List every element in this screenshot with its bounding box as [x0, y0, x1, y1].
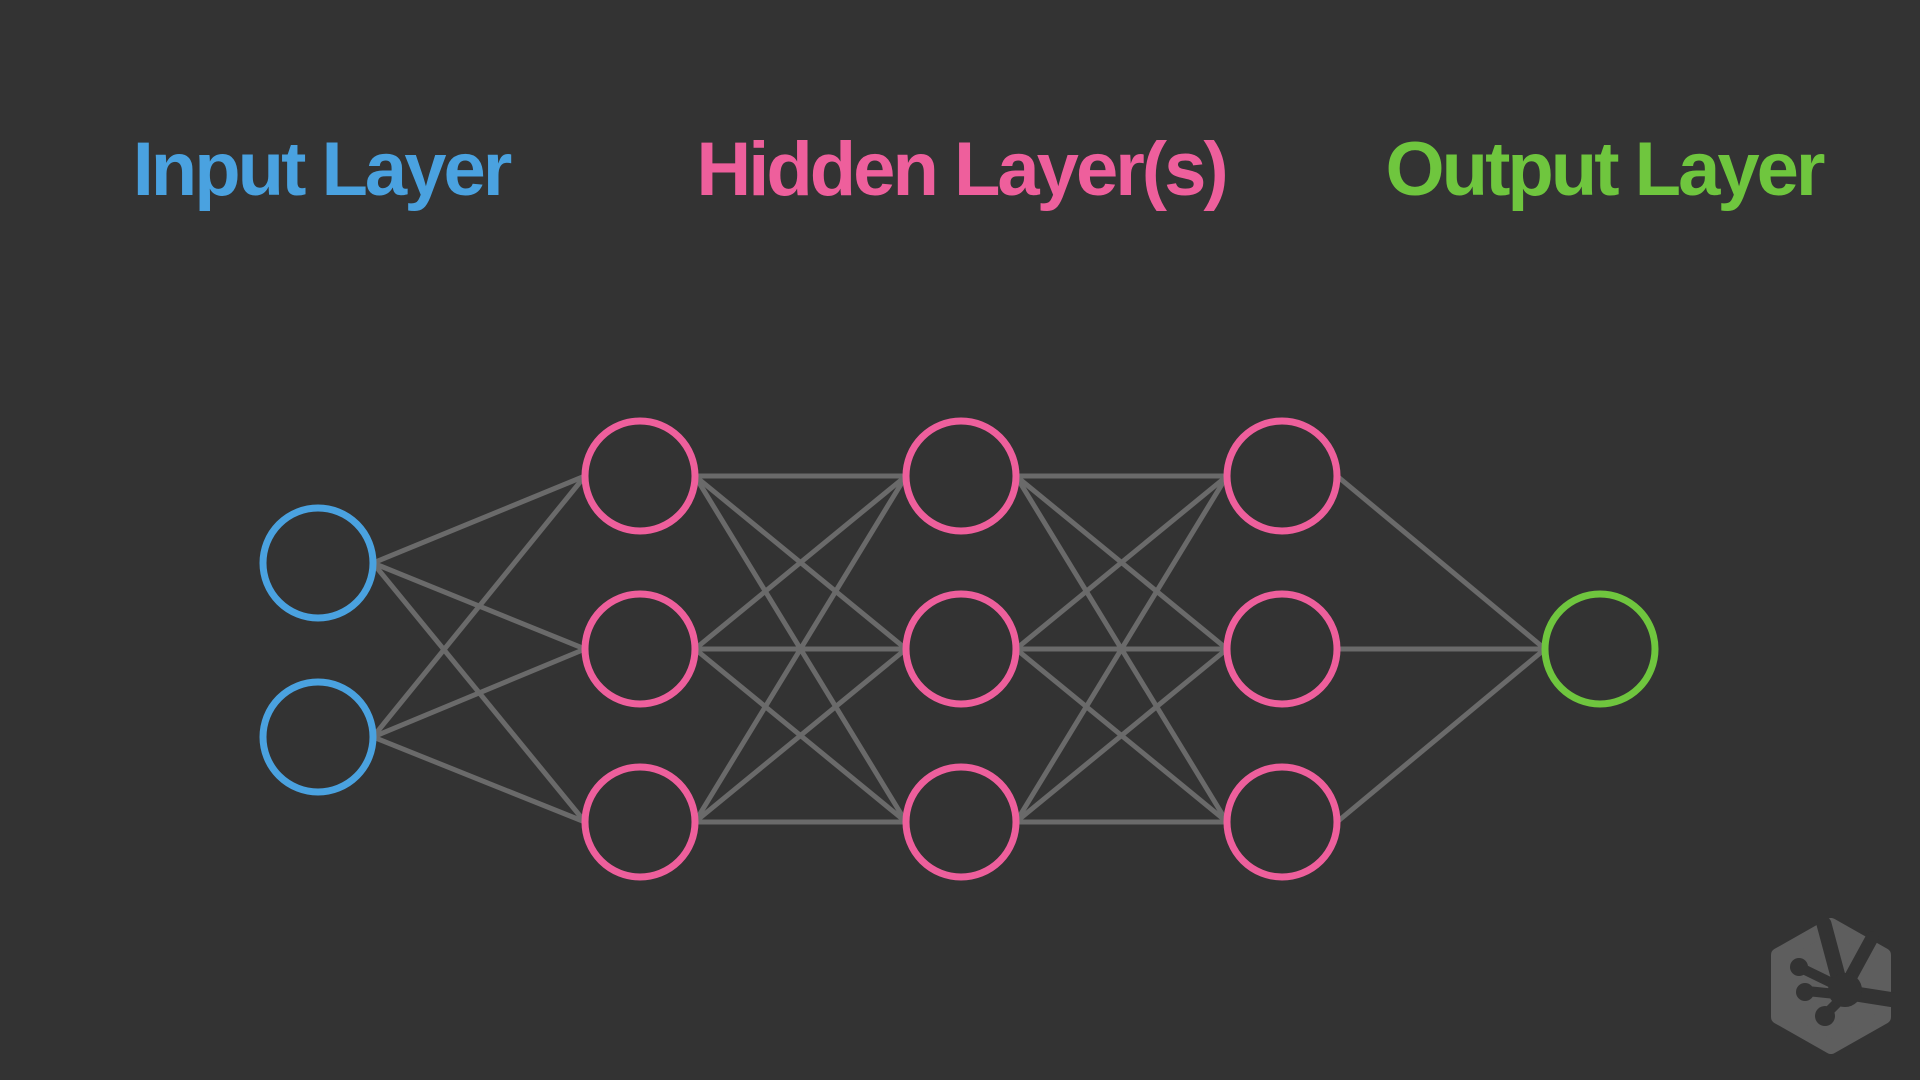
output-node	[1541, 590, 1659, 708]
edge-line	[372, 473, 586, 566]
frog-foot-cutout	[1790, 918, 1894, 1026]
foot-bottom-pad	[1815, 1006, 1835, 1026]
hexagon-frog-foot-logo	[1771, 918, 1894, 1054]
hidden-1-node	[581, 417, 699, 535]
input-node	[259, 504, 377, 622]
edge-line	[1335, 474, 1547, 651]
hidden-2-node	[902, 763, 1020, 881]
edge-line	[1014, 647, 1229, 824]
edge-line	[1013, 474, 1230, 824]
edge-line	[1335, 647, 1547, 824]
output-layer-label: Output Layer	[1385, 127, 1826, 212]
hidden-1-node	[581, 763, 699, 881]
foot-upper-left-pad	[1790, 958, 1808, 976]
hidden-2-node	[902, 590, 1020, 708]
foot-palm	[1828, 973, 1862, 1007]
hidden-1-node	[581, 590, 699, 708]
input-layer-label: Input Layer	[132, 127, 513, 212]
hidden-3-node	[1223, 590, 1341, 708]
edges-group	[371, 473, 1547, 825]
edge-line	[372, 646, 586, 740]
hidden-3-node	[1223, 763, 1341, 881]
edge-line	[693, 474, 908, 651]
edge-line	[371, 474, 587, 739]
edge-line	[693, 647, 908, 824]
input-node	[259, 678, 377, 796]
edge-line	[372, 734, 586, 825]
hidden-2-node	[902, 417, 1020, 535]
hidden-3-node	[1223, 417, 1341, 535]
hidden-layers-label: Hidden Layer(s)	[696, 127, 1228, 212]
edge-line	[692, 474, 909, 824]
nodes-group	[259, 417, 1659, 881]
foot-top-notch-left	[1816, 918, 1847, 988]
edge-line	[1014, 474, 1229, 651]
foot-right-toe	[1848, 986, 1894, 1008]
foot-left-pad	[1796, 983, 1814, 1001]
